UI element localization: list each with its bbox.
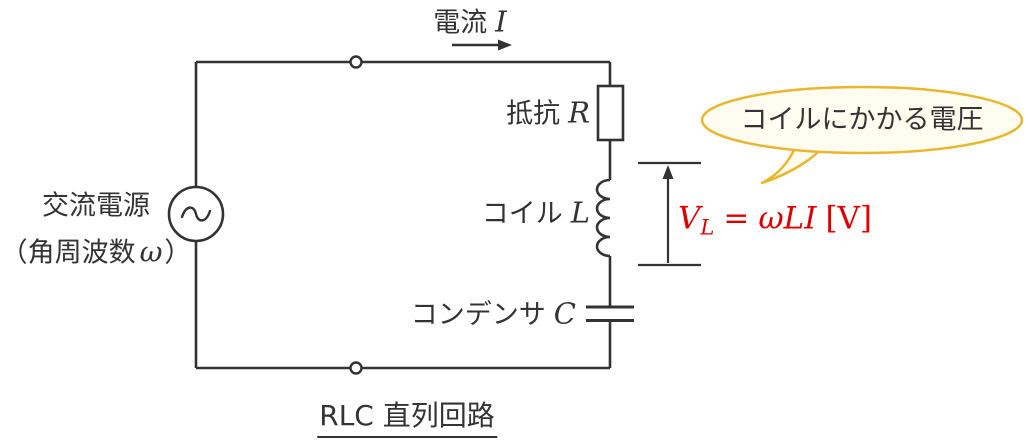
inductor-symbol [595, 178, 611, 258]
current-arrow-icon [452, 39, 512, 51]
omega-var: ω [139, 235, 163, 268]
capacitor-symbol [586, 305, 634, 322]
formula-lhs: V [678, 200, 701, 237]
coil-label-text: コイル [481, 198, 563, 230]
current-var: I [495, 4, 507, 39]
current-label-text: 電流 [433, 7, 488, 39]
terminal-top-node [349, 55, 363, 69]
terminal-bottom-node [349, 361, 363, 375]
formula-unit: [V] [825, 200, 873, 237]
resistor-var: R [568, 95, 590, 130]
voltage-range-ticks [638, 161, 701, 267]
formula-rhs: ωLI [758, 200, 817, 237]
voltage-arrow-icon [662, 165, 674, 263]
sine-wave-icon [180, 206, 212, 222]
speech-bubble [700, 85, 1024, 155]
speech-bubble-label: コイルにかかる電圧 [740, 104, 984, 136]
capacitor-var: C [553, 296, 576, 331]
diagram-title: RLC 直列回路 [317, 402, 497, 438]
circuit-wires [194, 60, 612, 370]
capacitor-label-text: コンデンサ [410, 299, 546, 331]
coil-voltage-formula: VL =ωLI[V] [678, 200, 873, 238]
coil-var: L [570, 195, 590, 230]
resistor-symbol [596, 84, 625, 142]
resistor-label-text: 抵抗 [506, 98, 561, 130]
formula-equals: = [723, 200, 750, 237]
ac-source-label-line1: 交流電源 [42, 190, 150, 222]
formula-sub: L [700, 215, 715, 240]
